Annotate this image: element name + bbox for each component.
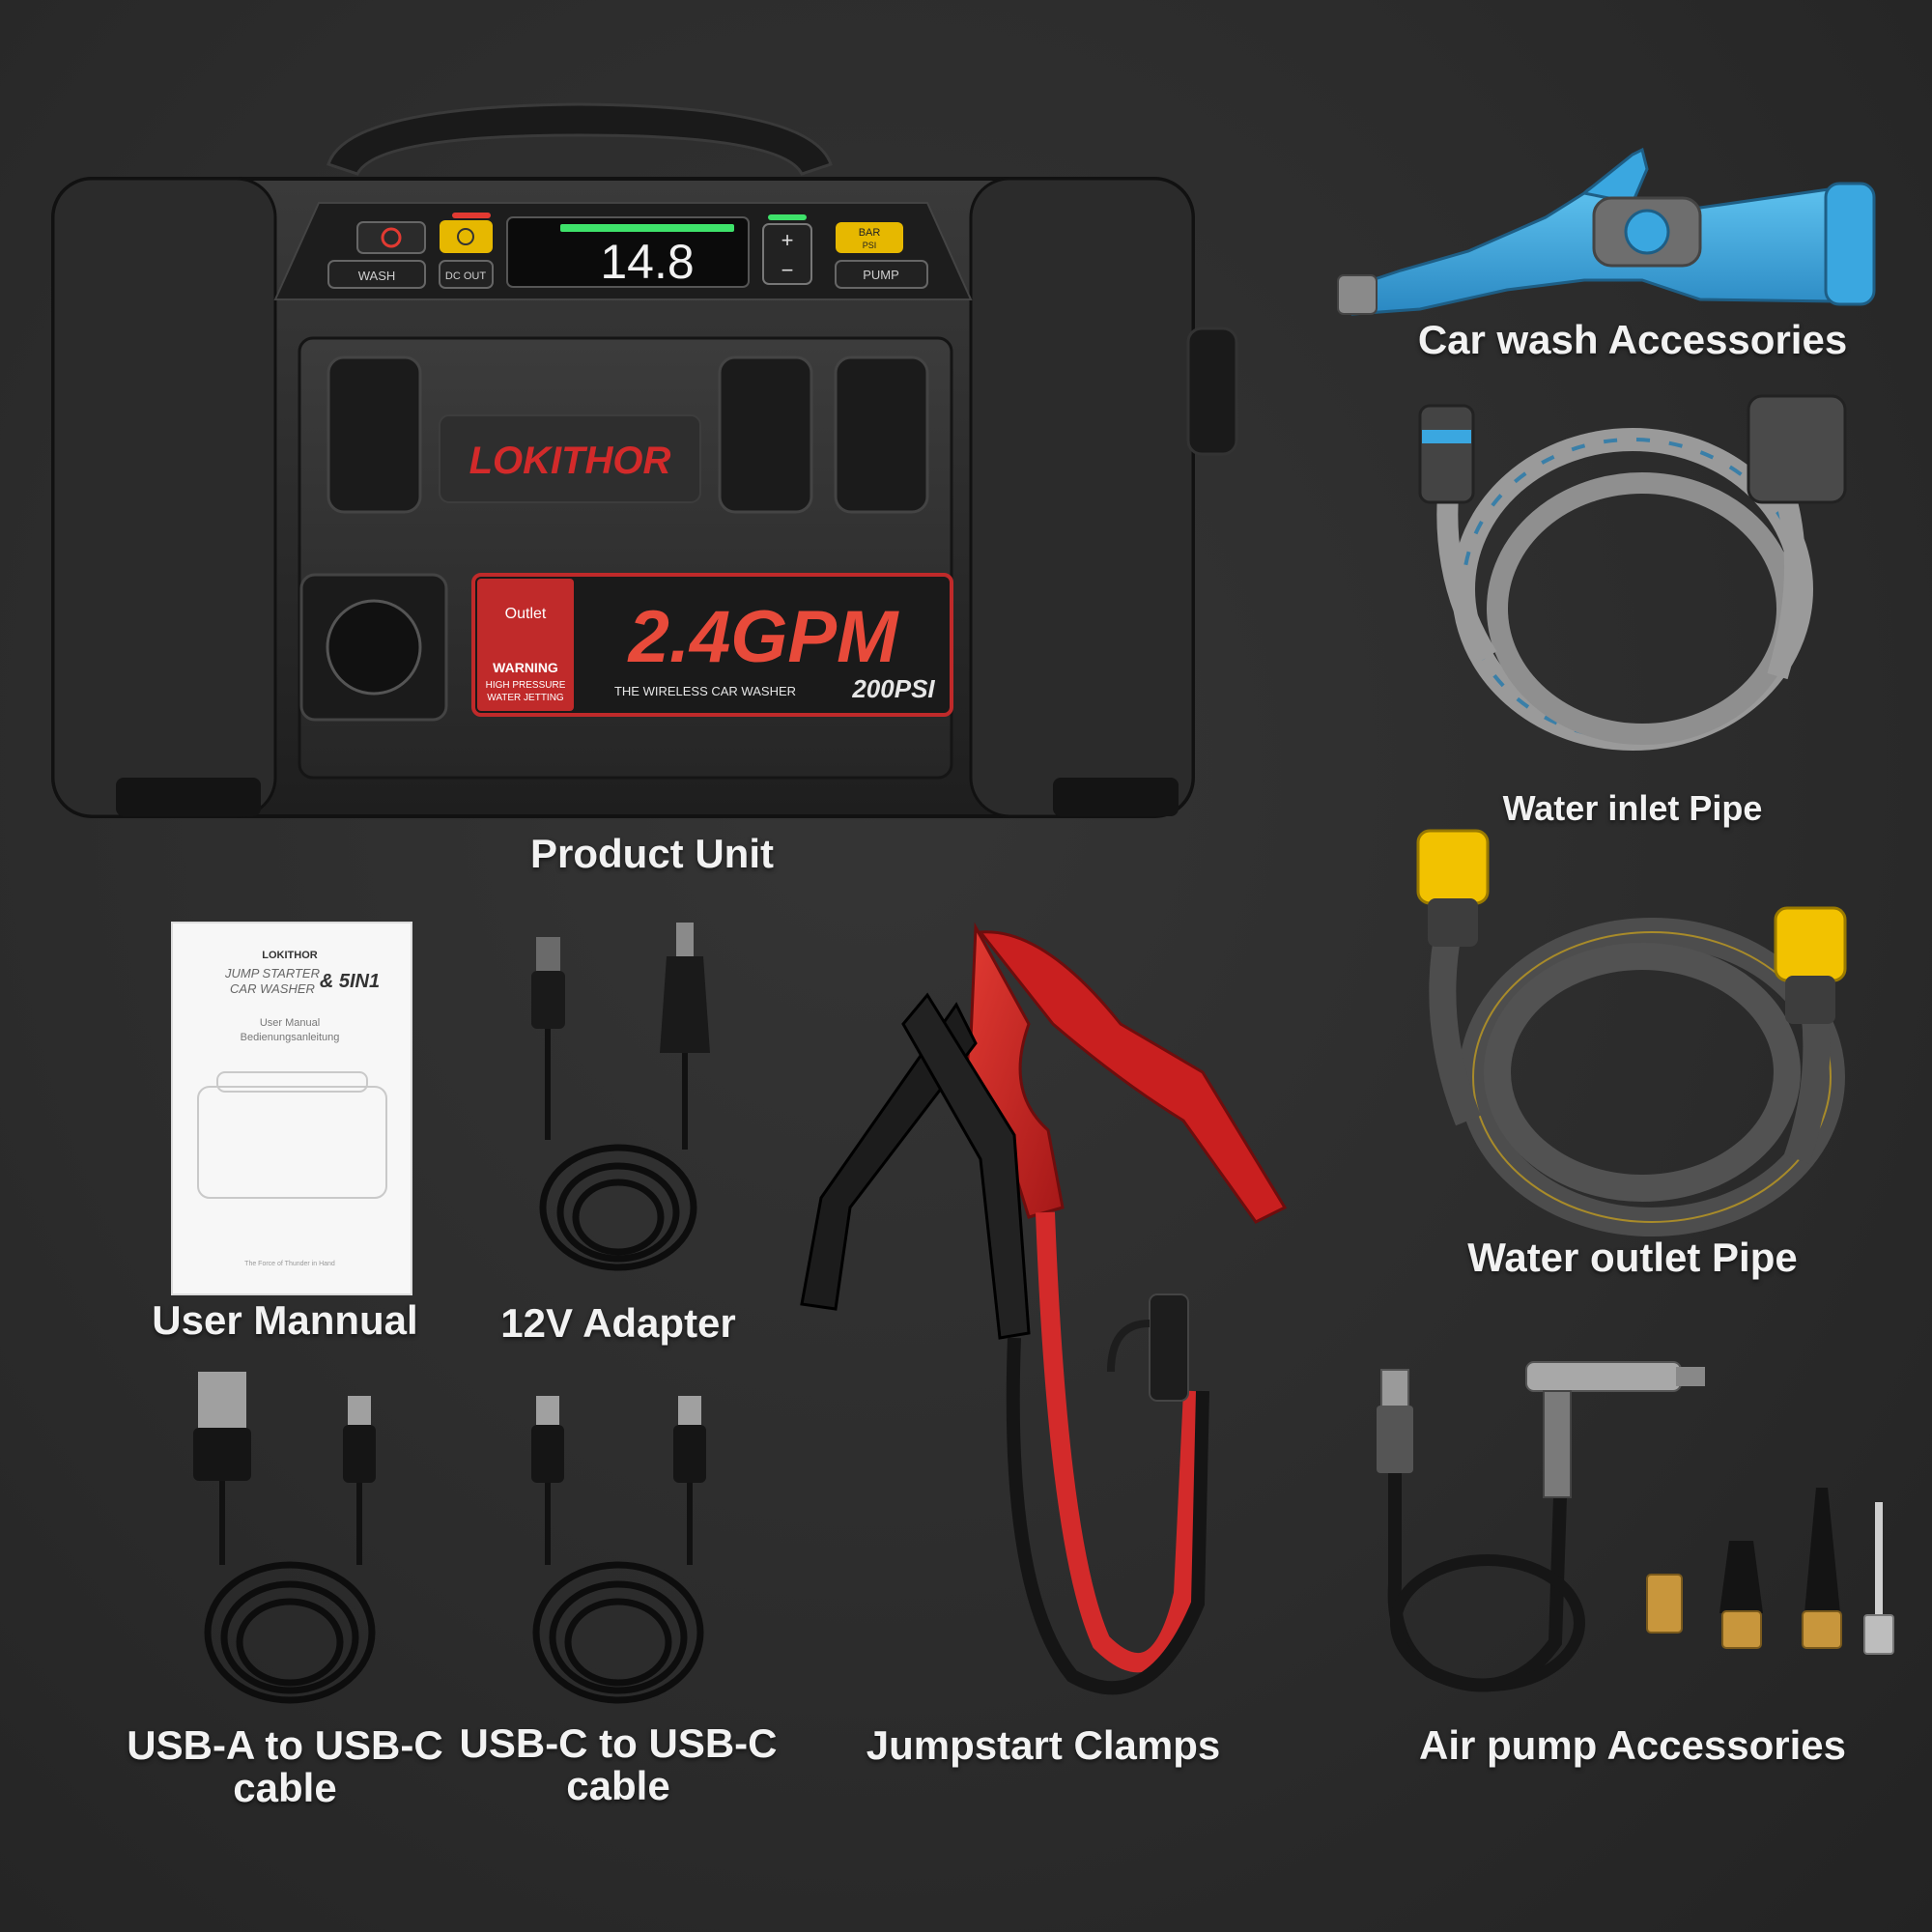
- usb-a-to-c-cable: [193, 1372, 376, 1704]
- pump-button-label: PUMP: [863, 268, 899, 282]
- port-cover-3: [834, 355, 929, 514]
- adapter-12v: [531, 923, 710, 1271]
- label-water-outlet-pipe: Water outlet Pipe: [1467, 1235, 1798, 1280]
- manual-badge: & 5IN1: [320, 971, 380, 992]
- label-usb-c-to-c-cable: USB-C to USB-C cable: [454, 1720, 782, 1809]
- light-button: [440, 220, 493, 253]
- manual-brand: LOKITHOR: [262, 950, 317, 961]
- battery-level-bar: [560, 224, 734, 232]
- manual-line3: User Manual: [260, 1017, 320, 1029]
- label-product-unit: Product Unit: [530, 831, 774, 876]
- manual-footer: The Force of Thunder in Hand: [244, 1261, 335, 1267]
- plus-minus-button: [762, 223, 812, 285]
- label-water-inlet-pipe: Water inlet Pipe: [1502, 788, 1763, 828]
- svg-text:−: −: [781, 258, 794, 282]
- usb-c-to-c-cable: [531, 1396, 706, 1704]
- power-button: [356, 221, 426, 254]
- cone-nozzle-icon: [1721, 1610, 1762, 1649]
- warning-label: WARNING: [493, 660, 558, 675]
- flow-rate: 2.4GPM: [627, 596, 899, 678]
- bar-psi-button: [836, 222, 903, 253]
- manual-line4: Bedienungsanleitung: [241, 1032, 340, 1043]
- label-usb-a-to-c-line1: USB-A to USB-C: [127, 1722, 443, 1768]
- ball-needle-icon: [1863, 1614, 1894, 1655]
- port-cover-2: [718, 355, 813, 514]
- brand-plate: [439, 414, 701, 503]
- label-usb-a-to-c-line2: cable: [233, 1765, 337, 1811]
- label-usb-a-to-c-cable: USB-A to USB-C cable: [116, 1722, 454, 1811]
- label-air-pump-accessories: Air pump Accessories: [1419, 1722, 1846, 1768]
- label-car-wash-accessories: Car wash Accessories: [1417, 317, 1848, 362]
- lcd-display: [506, 216, 750, 288]
- bar-label: BAR: [859, 227, 881, 239]
- manual-line1: JUMP STARTER: [224, 966, 320, 980]
- lcd-value: 14.8: [600, 235, 694, 289]
- label-usb-c-to-c-line1: USB-C to USB-C: [459, 1720, 778, 1766]
- carry-handle: [327, 102, 833, 176]
- user-manual-booklet: LOKITHOR JUMP STARTER CAR WASHER & 5IN1 …: [171, 922, 412, 1295]
- wash-button-label: WASH: [358, 269, 396, 283]
- pressure-rating: 200PSI: [851, 674, 935, 703]
- label-12v-adapter: 12V Adapter: [500, 1300, 736, 1346]
- product-unit: WASH DC OUT 14.8 + − BAR PSI PUMP LOKITH…: [51, 102, 1238, 818]
- water-outlet-pipe: [1416, 829, 1847, 1236]
- air-pump-accessories: [1377, 1361, 1894, 1692]
- presta-adapter-icon: [1646, 1574, 1683, 1634]
- water-inlet-pipe: [1418, 394, 1847, 751]
- dc-out-button-label: DC OUT: [445, 270, 486, 282]
- svg-text:+: +: [781, 228, 794, 252]
- warning-line2: WATER JETTING: [487, 693, 564, 703]
- side-port: [1186, 327, 1238, 456]
- long-nozzle-icon: [1802, 1610, 1842, 1649]
- manual-line2: CAR WASHER: [230, 981, 315, 996]
- unit-brand-logo: LOKITHOR: [469, 440, 671, 482]
- label-usb-c-to-c-line2: cable: [566, 1763, 670, 1809]
- label-user-manual: User Mannual: [152, 1297, 418, 1343]
- tagline: THE WIRELESS CAR WASHER: [614, 684, 796, 698]
- outlet-label: Outlet: [505, 606, 547, 622]
- spray-gun: [1337, 147, 1876, 316]
- spec-label: [471, 573, 953, 717]
- warning-line1: HIGH PRESSURE: [486, 680, 566, 691]
- bulb-icon: [457, 228, 474, 245]
- jumpstart-clamps: [800, 922, 1288, 1695]
- power-icon: [381, 227, 402, 248]
- psi-label: PSI: [863, 241, 877, 250]
- port-cover-1: [327, 355, 422, 514]
- label-jumpstart-clamps: Jumpstart Clamps: [866, 1722, 1221, 1768]
